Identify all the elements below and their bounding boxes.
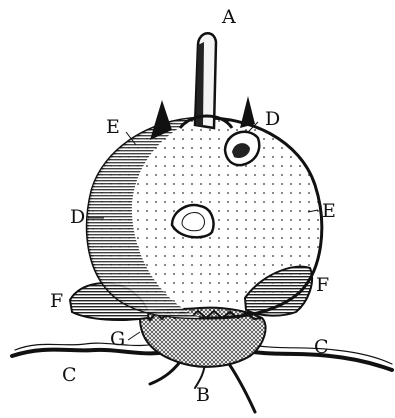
label-d-left: D [70,208,85,227]
label-c-left: C [62,366,77,385]
label-a: A [222,8,236,27]
root-down-right [225,358,255,412]
label-f-left: F [50,292,63,311]
label-g: G [110,330,125,349]
label-e-right: E [322,202,336,221]
label-b: B [196,386,210,405]
label-c-right: C [314,338,329,357]
label-e-left: E [106,118,120,137]
tunic-tip-right [240,96,255,128]
label-d-right: D [265,110,280,129]
label-f-right: F [316,276,329,295]
